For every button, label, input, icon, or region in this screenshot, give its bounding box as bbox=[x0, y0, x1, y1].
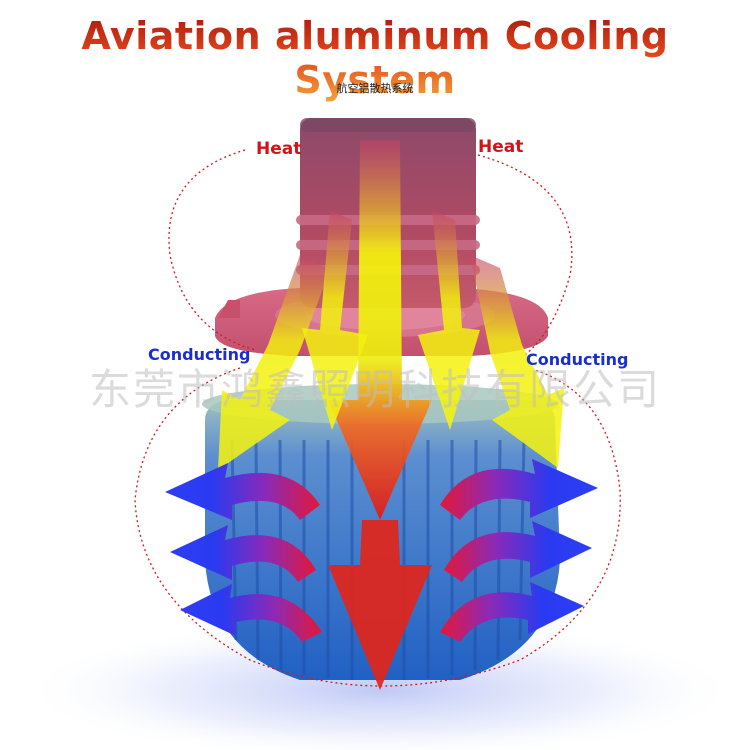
conducting-label-left: Conducting bbox=[148, 345, 251, 364]
heat-arrow-left-outer bbox=[218, 255, 330, 470]
cooling-arrow-left-3 bbox=[180, 584, 322, 642]
heat-arrow-center bbox=[328, 140, 432, 520]
cooling-arrows-left bbox=[165, 463, 322, 642]
cooling-arrows-right bbox=[440, 459, 598, 642]
page-title: Aviation aluminum Cooling System bbox=[0, 14, 750, 102]
heat-arrow-left-inner bbox=[302, 210, 368, 430]
heat-label-right: Heat bbox=[478, 137, 524, 157]
page-subtitle: 航空铝散热系统 bbox=[336, 82, 414, 95]
cooling-arrow-left-2 bbox=[170, 525, 316, 582]
heat-label-left: Heat bbox=[256, 139, 302, 159]
company-watermark: 东莞市鸿鑫照明科技有限公司 bbox=[88, 365, 661, 414]
heat-flow-arrows bbox=[218, 140, 564, 520]
cooling-arrow-right-3 bbox=[440, 582, 584, 642]
heat-exit-arrow bbox=[328, 520, 432, 690]
cooling-arrow-right-1 bbox=[440, 459, 598, 520]
cooling-arrow-left-1 bbox=[165, 463, 320, 520]
heat-arrow-right-outer bbox=[470, 255, 564, 468]
heat-circulation-loop bbox=[134, 149, 621, 687]
cooling-arrow-right-2 bbox=[444, 521, 592, 582]
conducting-label-right: Conducting bbox=[526, 350, 629, 369]
heat-arrow-right-inner bbox=[418, 210, 480, 430]
